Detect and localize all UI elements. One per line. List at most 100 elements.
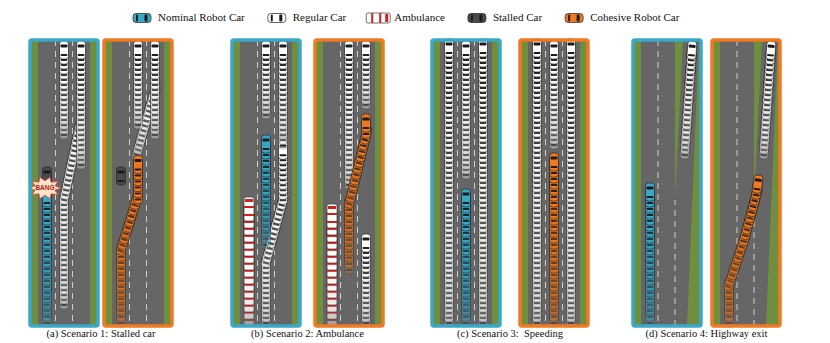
grass	[633, 40, 701, 326]
car-rear-window	[44, 292, 51, 294]
car-rear-window	[44, 244, 51, 246]
car-rear-window	[152, 54, 159, 56]
car-body	[279, 41, 288, 59]
amb-car	[327, 267, 337, 291]
exit-ramp	[675, 40, 699, 326]
car-windshield	[263, 45, 270, 48]
lane-line	[658, 40, 659, 326]
car-rear-window	[263, 226, 270, 228]
car-rear-window	[118, 180, 125, 182]
ambulance-body	[327, 232, 337, 256]
car-rear-window	[263, 54, 270, 56]
ambulance-stripe	[327, 213, 337, 215]
road-panel	[232, 40, 300, 326]
car-rear-window	[135, 199, 142, 201]
car-rear-window	[346, 239, 353, 241]
car-windshield	[346, 45, 353, 48]
lane-line	[257, 40, 258, 326]
car-rear-window	[44, 250, 51, 252]
amb-car	[327, 204, 337, 228]
road	[112, 40, 164, 326]
car-body	[60, 41, 69, 59]
lane-line	[562, 40, 563, 326]
ambulance-body	[244, 197, 254, 221]
car-rear-window	[263, 172, 270, 174]
car-rear-window	[280, 54, 287, 56]
road-panel	[633, 40, 701, 326]
amb-car	[244, 260, 254, 284]
road	[641, 40, 675, 326]
car-rear-window	[263, 166, 270, 168]
amb-car	[327, 260, 337, 284]
reg-car	[262, 41, 271, 59]
car-windshield	[135, 45, 142, 48]
car-rear-window	[363, 127, 370, 129]
car-rear-window	[135, 169, 142, 171]
ambulance-body	[327, 288, 337, 312]
amb-car	[244, 239, 254, 263]
ambulance-body	[244, 274, 254, 298]
car-rear-window	[263, 202, 270, 204]
amb-car	[244, 281, 254, 305]
car-body	[345, 41, 354, 59]
car-rear-window	[135, 181, 142, 183]
ambulance-body	[244, 239, 254, 263]
ambulance-stripe	[244, 214, 254, 216]
car-rear-window	[44, 220, 51, 222]
car-windshield	[152, 45, 159, 48]
amb-car	[327, 225, 337, 249]
car-rear-window	[44, 214, 51, 216]
ambulance-body	[327, 204, 337, 228]
amb-car	[244, 211, 254, 235]
lane-line	[675, 200, 676, 326]
amb-car	[327, 246, 337, 270]
car-rear-window	[346, 209, 353, 211]
car-windshield	[135, 159, 142, 162]
car-windshield	[280, 45, 287, 48]
ambulance-body	[244, 246, 254, 270]
lane-line	[274, 40, 275, 326]
car-rear-window	[346, 263, 353, 265]
road	[240, 40, 292, 326]
car-rear-window	[118, 298, 125, 300]
stalled-car	[117, 167, 126, 185]
road-panel	[104, 40, 172, 326]
car-rear-window	[263, 196, 270, 198]
amb-car	[244, 204, 254, 228]
orange-car	[362, 114, 371, 132]
ambulance-cab	[245, 199, 253, 202]
car-rear-window	[346, 233, 353, 235]
car-windshield	[363, 238, 370, 241]
ambulance-body	[244, 204, 254, 228]
car-rear-window	[263, 238, 270, 240]
amb-car	[244, 302, 254, 326]
car-body	[362, 114, 371, 132]
amb-car	[244, 267, 254, 291]
lane-line	[545, 40, 546, 326]
car-rear-window	[135, 193, 142, 195]
lane-line	[129, 40, 130, 326]
car-rear-window	[118, 310, 125, 312]
car-rear-window	[44, 322, 51, 324]
ambulance-body	[244, 211, 254, 235]
car-rear-window	[363, 54, 370, 56]
ambulance-body	[327, 267, 337, 291]
car-rear-window	[263, 154, 270, 156]
ambulance-body	[244, 253, 254, 277]
reg-car	[345, 41, 354, 59]
car-rear-window	[135, 187, 142, 189]
car-rear-window	[44, 286, 51, 288]
car-rear-window	[44, 268, 51, 270]
car-rear-window	[263, 160, 270, 162]
car-rear-window	[263, 190, 270, 192]
car-rear-window	[44, 232, 51, 234]
amb-car	[244, 253, 254, 277]
orange-car	[134, 156, 143, 174]
car-rear-window	[118, 280, 125, 282]
road	[323, 40, 375, 326]
reg-car	[362, 234, 371, 252]
car-rear-window	[44, 262, 51, 264]
ambulance-stripe	[327, 221, 337, 223]
car-body	[362, 234, 371, 252]
